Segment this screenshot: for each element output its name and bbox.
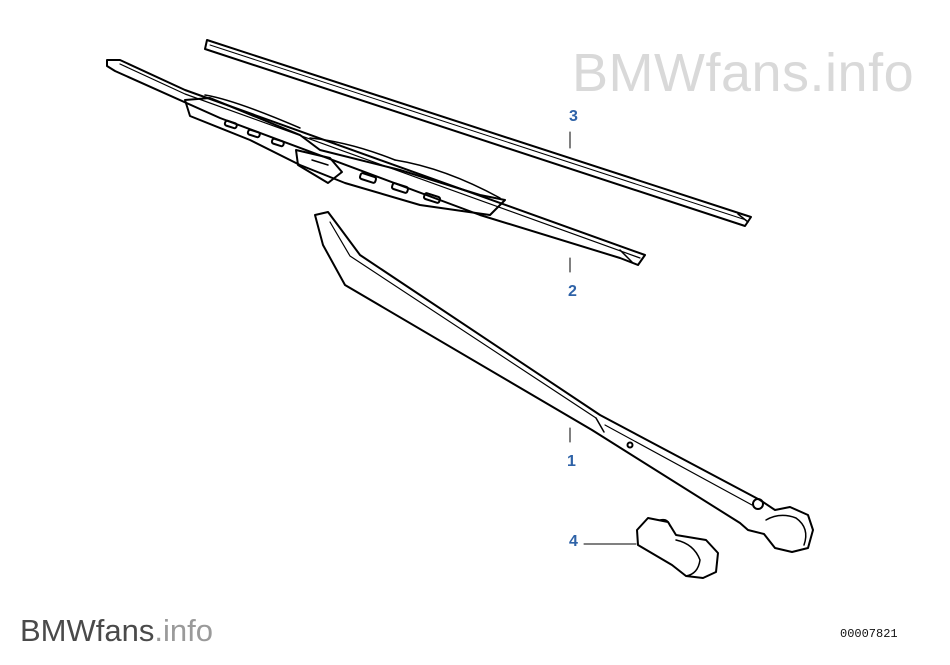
callout-4[interactable]: 4 [569,533,578,550]
wiper-cover-cap [636,517,719,579]
callout-1[interactable]: 1 [567,453,576,470]
callout-3[interactable]: 3 [569,108,578,125]
watermark-logo-top: BMWfans.info [572,43,915,103]
wiper-blade [106,59,646,266]
wiper-arm [314,211,814,553]
diagram-id: 00007821 [840,627,898,641]
watermark-logo-bottom: BMWfans.info [20,613,213,648]
callout-2[interactable]: 2 [568,283,577,300]
leader-lines [569,131,637,545]
wiper-refill-strip [204,39,752,227]
